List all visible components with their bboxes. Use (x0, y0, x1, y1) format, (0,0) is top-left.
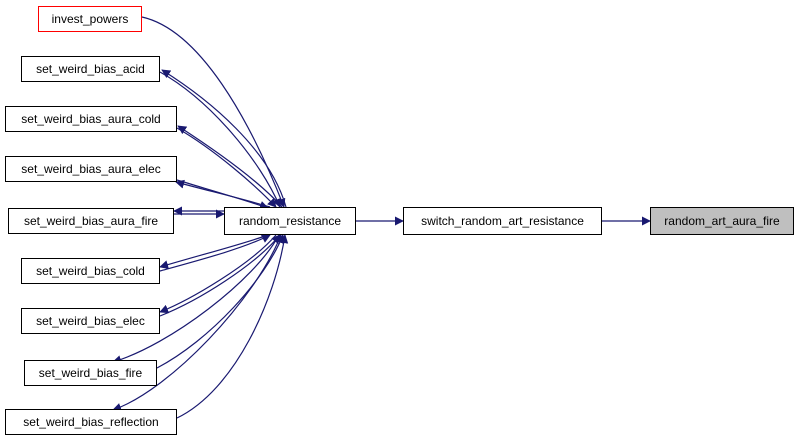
node-set-weird-bias-aura-cold[interactable]: set_weird_bias_aura_cold (5, 106, 177, 132)
node-invest-powers[interactable]: invest_powers (38, 6, 142, 32)
node-set-weird-bias-cold[interactable]: set_weird_bias_cold (21, 258, 160, 284)
edge-invest-powers-to-random-resistance (141, 16, 286, 208)
edge-set-weird-bias-reflection-to-random-resistance (176, 234, 289, 419)
node-random-resistance[interactable]: random_resistance (224, 207, 356, 235)
edge-set-weird-bias-cold-to-random-resistance (159, 234, 271, 272)
edge-random-resistance-to-set-weird-bias-elec (159, 234, 277, 314)
node-set-weird-bias-aura-elec[interactable]: set_weird_bias_aura_elec (5, 156, 177, 182)
edge-set-weird-bias-fire-to-random-resistance (156, 234, 285, 369)
node-set-weird-bias-fire[interactable]: set_weird_bias_fire (24, 360, 157, 386)
node-set-weird-bias-aura-fire[interactable]: set_weird_bias_aura_fire (8, 208, 174, 234)
edge-random-resistance-to-set-weird-bias-cold (159, 234, 269, 269)
edge-set-weird-bias-aura-elec-to-random-resistance (176, 179, 269, 210)
node-switch-random-art-resistance[interactable]: switch_random_art_resistance (403, 207, 602, 235)
edge-random-resistance-to-set-weird-bias-acid (161, 69, 287, 208)
node-set-weird-bias-elec[interactable]: set_weird_bias_elec (21, 308, 160, 334)
node-set-weird-bias-reflection[interactable]: set_weird_bias_reflection (5, 409, 177, 435)
node-set-weird-bias-acid[interactable]: set_weird_bias_acid (21, 56, 160, 82)
edge-random-resistance-to-set-weird-bias-reflection (112, 234, 282, 412)
node-random-art-aura-fire: random_art_aura_fire (650, 207, 794, 235)
edge-random-resistance-to-set-weird-bias-fire (112, 234, 280, 364)
edge-set-weird-bias-elec-to-random-resistance (159, 234, 281, 317)
edge-random-resistance-to-set-weird-bias-aura-elec (175, 179, 271, 208)
edge-set-weird-bias-acid-to-random-resistance (159, 71, 281, 208)
edge-set-weird-bias-aura-cold-to-random-resistance (176, 127, 277, 208)
